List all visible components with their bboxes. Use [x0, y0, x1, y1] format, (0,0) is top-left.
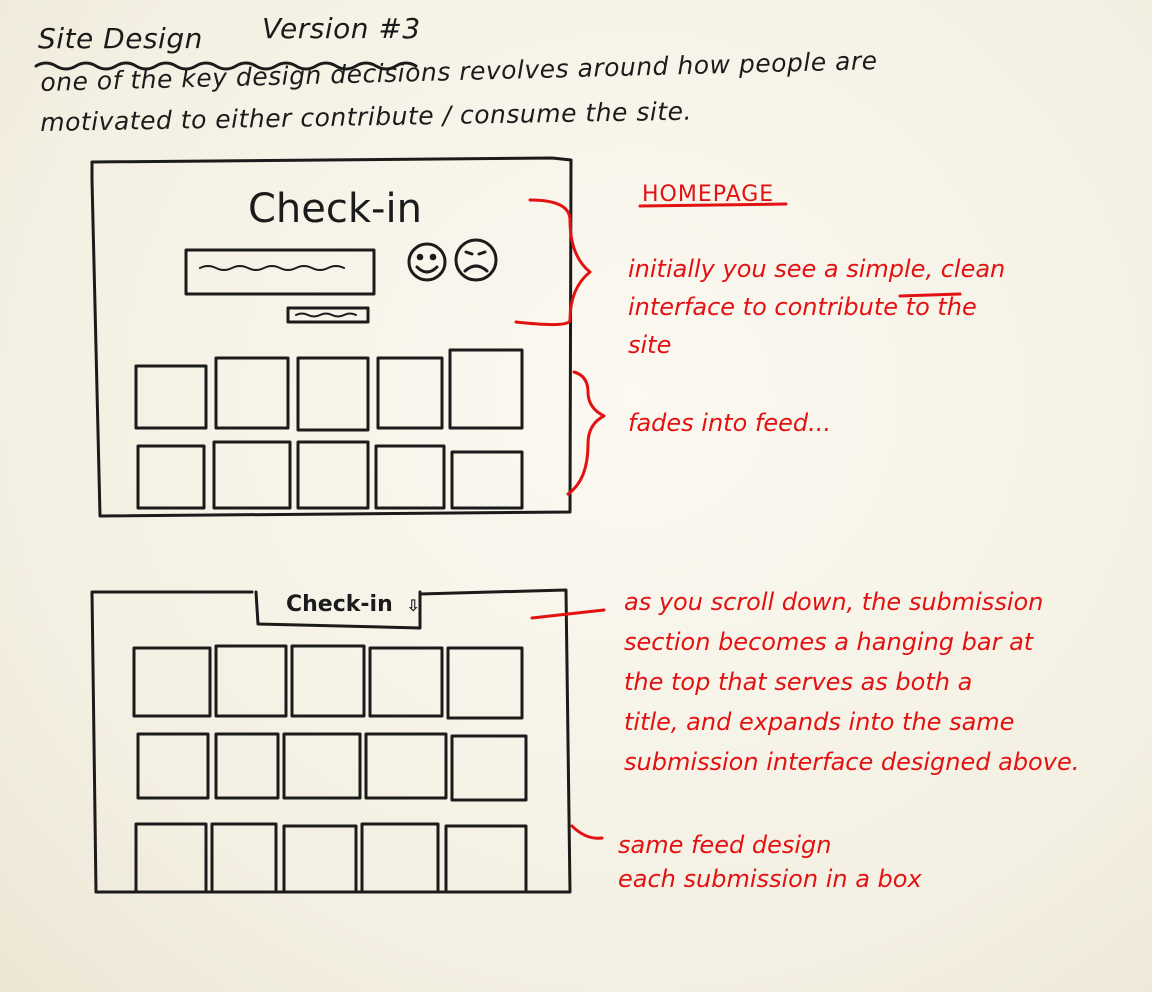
- note-initial-line: initially you see a simple, clean: [628, 255, 1006, 283]
- note-scroll-line: submission interface designed above.: [624, 748, 1080, 776]
- note-scroll: as you scroll down, the submission secti…: [624, 582, 1079, 782]
- note-scroll-line: the top that serves as both a: [624, 668, 973, 696]
- title-underline: [34, 61, 418, 71]
- bracket-middle: [566, 370, 606, 496]
- note-same-feed-line: same feed design: [618, 831, 832, 859]
- wireframe2-frame: [90, 588, 572, 894]
- note-scroll-line: section becomes a hanging bar at: [624, 628, 1034, 656]
- smiley-face-icon: [407, 242, 447, 282]
- pointer-line-1: [530, 608, 606, 620]
- bracket-top: [514, 198, 592, 327]
- strike-through: [898, 292, 962, 298]
- wireframe1-frame: [90, 156, 573, 518]
- note-same-feed-line: each submission in a box: [618, 865, 922, 893]
- note-scroll-line: as you scroll down, the submission: [624, 588, 1044, 616]
- note-initial: initially you see a simple, clean interf…: [628, 250, 1005, 364]
- note-scroll-line: title, and expands into the same: [624, 708, 1015, 736]
- wireframe1-submit-button: [286, 306, 370, 324]
- wireframe1-feed-row-2: [136, 440, 524, 510]
- wireframe1-input: [184, 248, 376, 296]
- homepage-underline: [638, 202, 788, 208]
- expand-arrow-icon: ⇩: [406, 596, 420, 615]
- note-initial-line: interface to contribute to the: [628, 293, 977, 321]
- heading-site-design: Site Design: [38, 22, 203, 55]
- wireframe1-feed-row-1: [134, 348, 524, 432]
- note-homepage: HOMEPAGE: [642, 182, 775, 207]
- pointer-line-2: [570, 824, 604, 840]
- frowny-face-icon: [454, 238, 498, 282]
- wireframe2-bar-title: Check-in ⇩: [286, 592, 420, 617]
- wireframe2-feed-row-2: [136, 732, 528, 802]
- heading-version: Version #3: [262, 12, 421, 45]
- wireframe2-hanging-bar: [254, 590, 422, 630]
- wireframe2-feed-row-1: [132, 644, 524, 720]
- wireframe1-title: Check-in: [248, 186, 422, 232]
- wireframe2-bar-label: Check-in: [286, 592, 393, 617]
- wireframe2-feed-row-3: [134, 822, 528, 894]
- note-same-feed: same feed design each submission in a bo…: [618, 828, 922, 896]
- note-initial-line: site: [628, 331, 672, 359]
- note-fades: fades into feed...: [628, 409, 831, 437]
